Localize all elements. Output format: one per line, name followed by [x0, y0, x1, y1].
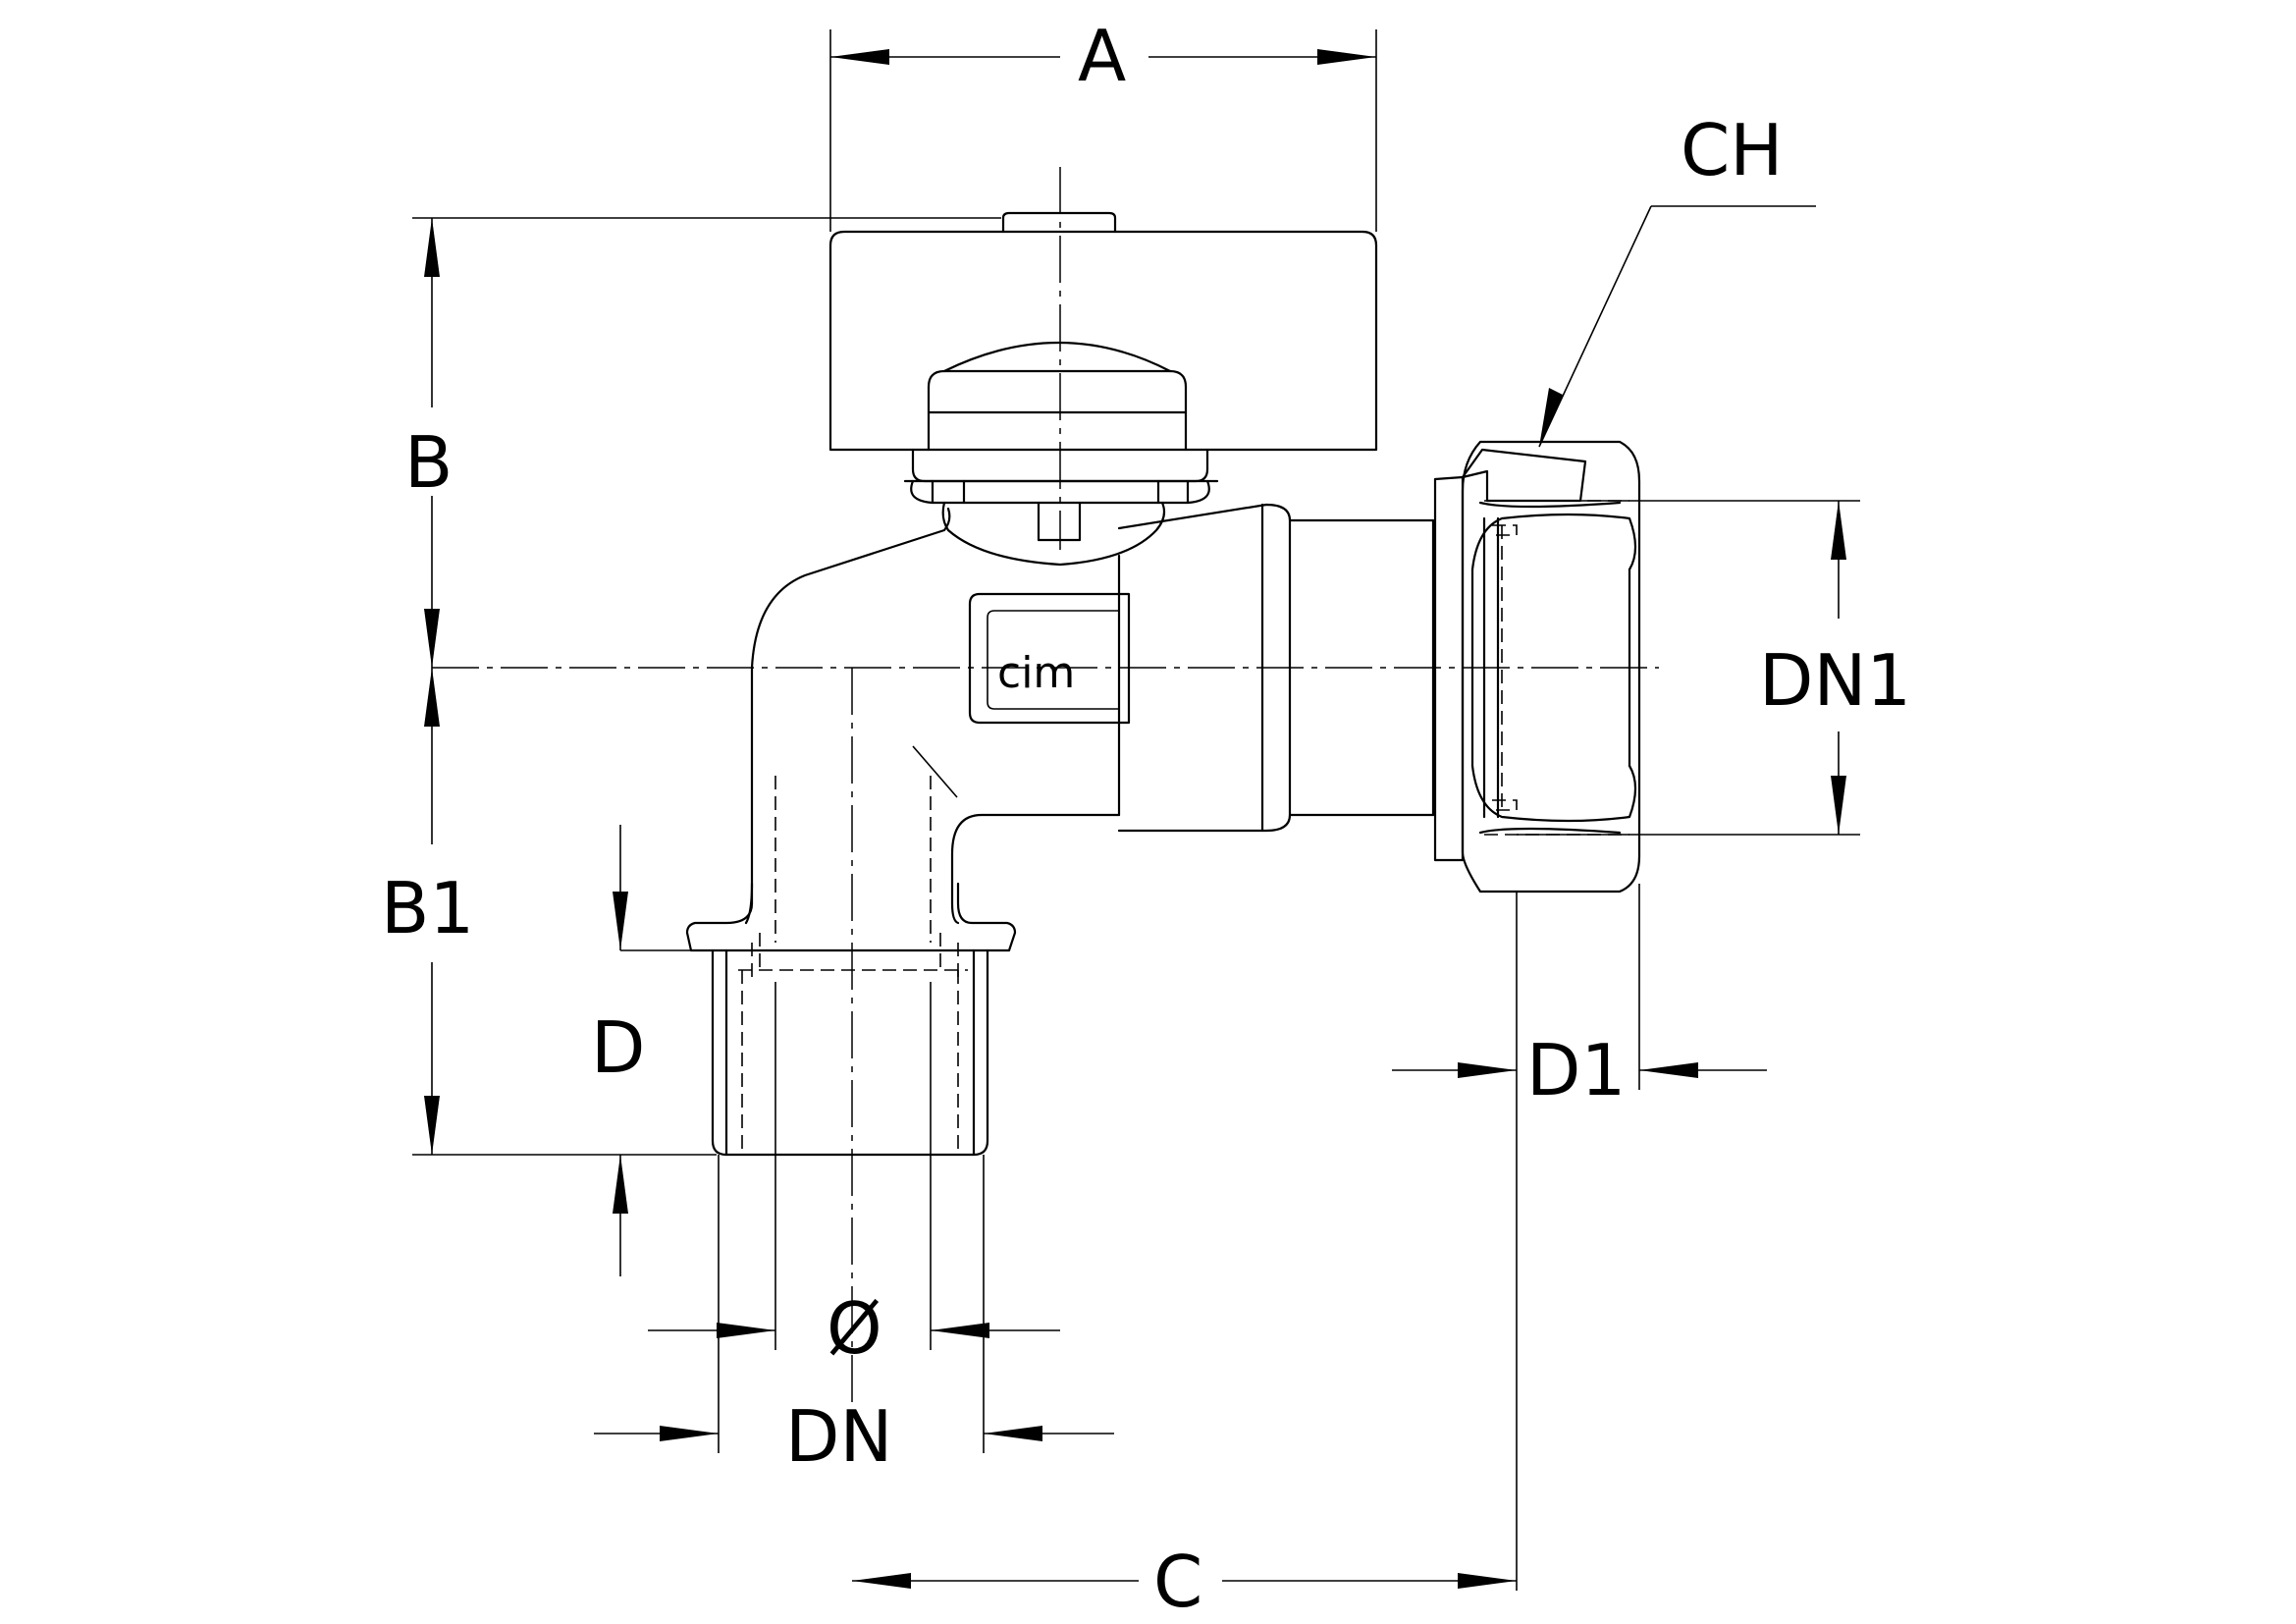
valve-body: cim — [744, 501, 1166, 925]
hex-nut — [1433, 440, 1641, 893]
label-d: D — [591, 1006, 645, 1089]
label-d1: D1 — [1526, 1029, 1626, 1111]
label-diameter: Ø — [827, 1287, 882, 1370]
dimension-lines — [412, 29, 1860, 1591]
butterfly-handle — [828, 211, 1378, 452]
label-b: B — [404, 421, 453, 504]
dimension-label-group: A CH B B1 D D1 DN1 Ø DN C — [381, 15, 1911, 1623]
lower-outlet — [685, 776, 1017, 1157]
label-dn: DN — [785, 1395, 892, 1478]
label-c: C — [1153, 1541, 1202, 1623]
stem-cap — [903, 341, 1219, 542]
right-pipe — [1117, 503, 1435, 833]
brand-logo-text: cim — [997, 648, 1075, 698]
label-a: A — [1078, 15, 1126, 97]
center-lines — [432, 167, 1659, 1453]
label-b1: B1 — [381, 867, 474, 949]
label-ch: CH — [1681, 109, 1783, 191]
label-dn1: DN1 — [1759, 639, 1911, 722]
